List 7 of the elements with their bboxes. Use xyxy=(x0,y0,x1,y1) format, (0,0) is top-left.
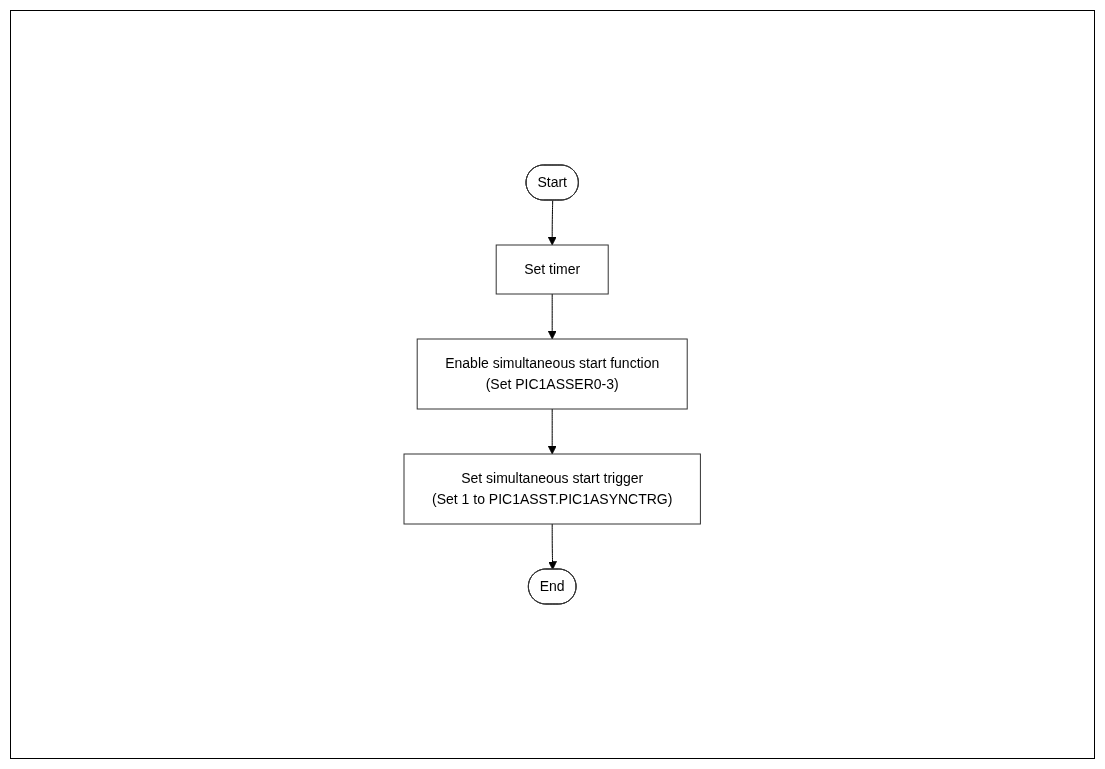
arrow xyxy=(548,293,557,340)
arrow xyxy=(548,523,558,570)
node-box: Set simultaneous start trigger (Set 1 to PIC1ASST.PIC1ASYNCTRG) xyxy=(403,453,702,525)
arrow xyxy=(548,408,557,455)
arrow xyxy=(548,200,557,246)
node-box: Set timer xyxy=(496,244,609,295)
node-box: Enable simultaneous start function (Set PIC1ASSER0-3) xyxy=(417,338,688,410)
